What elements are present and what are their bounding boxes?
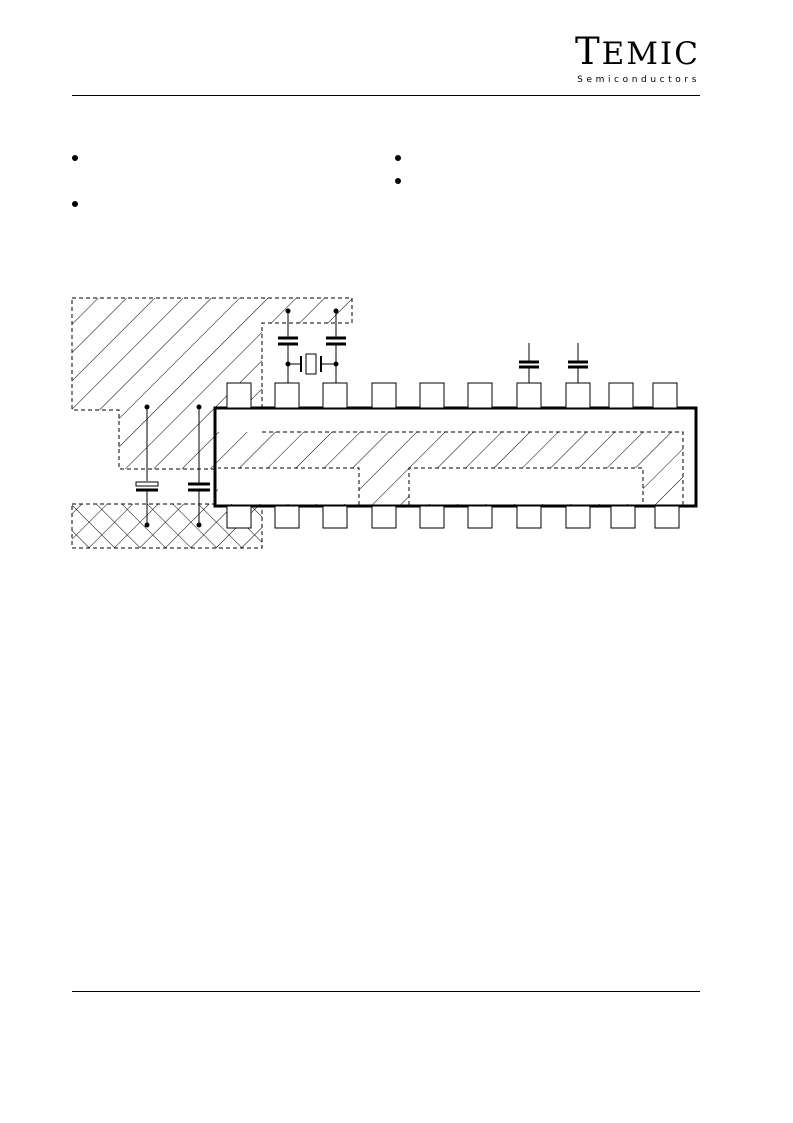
pin xyxy=(467,505,493,529)
pin xyxy=(652,382,678,409)
pin xyxy=(516,382,542,409)
ground-plane-region xyxy=(71,297,353,470)
bullet-left-2 xyxy=(72,201,78,207)
temic-logo: TEMIC Semiconductors xyxy=(560,30,700,88)
pin xyxy=(610,505,636,529)
pin xyxy=(226,382,252,409)
header-rule xyxy=(72,95,700,96)
footer-rule xyxy=(72,991,700,992)
pin xyxy=(371,505,397,529)
top-pins xyxy=(226,382,678,409)
pin xyxy=(226,505,252,529)
pin xyxy=(419,382,445,409)
pin xyxy=(322,382,348,409)
ic-clear-area-right xyxy=(409,468,643,504)
right-capacitors xyxy=(519,343,588,383)
bullet-right-1 xyxy=(395,155,401,161)
ic-ground-outline xyxy=(218,431,684,505)
pin xyxy=(274,382,300,409)
pin xyxy=(467,382,493,409)
left-capacitors xyxy=(135,404,210,528)
pin xyxy=(565,382,591,409)
logo-subtitle: Semiconductors xyxy=(577,75,700,85)
pin xyxy=(565,505,591,529)
ic-clear-area-left xyxy=(218,468,359,504)
pin xyxy=(274,505,300,529)
bottom-pins xyxy=(226,505,680,529)
bullet-left-1 xyxy=(72,155,78,161)
pin xyxy=(419,505,445,529)
bullet-right-2 xyxy=(395,178,401,184)
pin xyxy=(654,505,680,529)
crystal-capacitors xyxy=(278,308,346,383)
logo-wordmark: TEMIC xyxy=(574,30,700,73)
pin xyxy=(322,505,348,529)
pin xyxy=(516,505,542,529)
pin xyxy=(608,382,634,409)
pin xyxy=(371,382,397,409)
